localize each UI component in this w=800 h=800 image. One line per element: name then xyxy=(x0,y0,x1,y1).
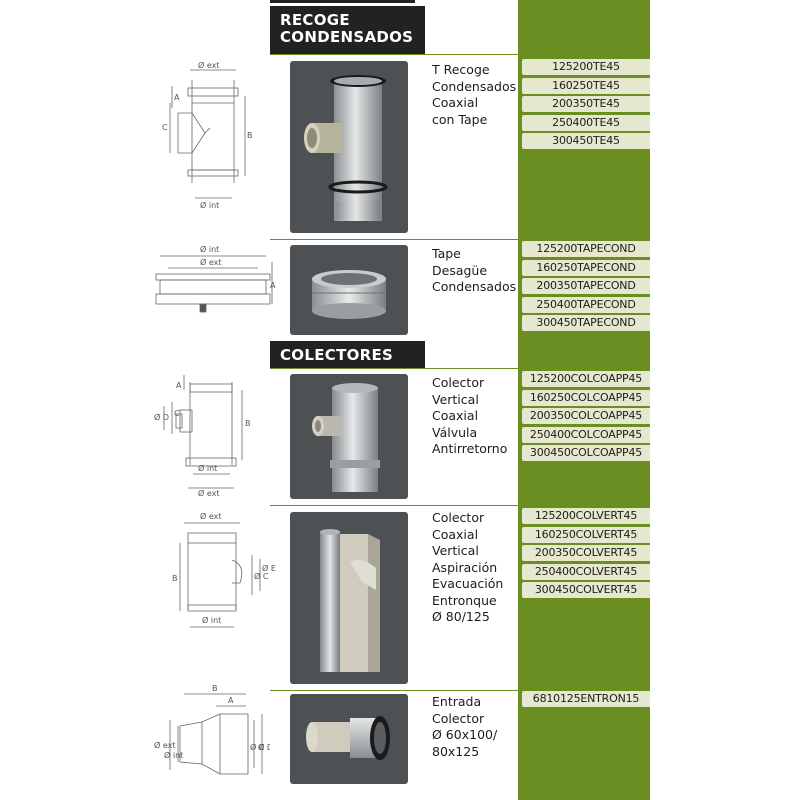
product-code: 125200COLVERT45 xyxy=(522,508,650,524)
top-rule xyxy=(270,0,415,3)
technical-drawing-t-recoge: Ø ext Ø int A C B xyxy=(162,60,253,210)
dim-e-label: Ø E xyxy=(262,563,276,573)
section-header-colectores: COLECTORES xyxy=(270,341,425,368)
product-code: 160250TE45 xyxy=(522,77,650,94)
product-code: 160250COLVERT45 xyxy=(522,526,650,543)
dim-a-label: A xyxy=(174,93,180,102)
product-code: 300450TAPECOND xyxy=(522,315,650,331)
technical-drawing-colector-coaxial: Ø ext B Ø C Ø E Ø int xyxy=(172,511,276,628)
product-code: 160250TAPECOND xyxy=(522,259,650,276)
product-photo-tape xyxy=(290,245,408,335)
product-code: 250400TAPECOND xyxy=(522,296,650,313)
dim-ext-label: Ø ext xyxy=(200,257,222,267)
product-codes-colector-coaxial: 125200COLVERT45 160250COLVERT45 200350CO… xyxy=(522,508,650,601)
dim-a-label: A xyxy=(176,381,182,390)
dim-ext-label: Ø ext xyxy=(154,740,176,750)
tape-image xyxy=(312,270,386,319)
dim-b-label: B xyxy=(212,684,218,693)
product-photo-entrada-colector xyxy=(290,694,408,784)
product-code: 250400COLVERT45 xyxy=(522,563,650,580)
product-codes-entrada-colector: 6810125ENTRON15 xyxy=(522,691,650,710)
t-recoge-image xyxy=(304,75,388,221)
product-code: 200350TE45 xyxy=(522,96,650,112)
product-code: 200350COLCOAPP45 xyxy=(522,408,650,424)
section-header-recoge-condensados: RECOGE CONDENSADOS xyxy=(270,6,425,54)
dim-int-label: Ø int xyxy=(200,244,219,254)
colector-coaxial-image xyxy=(320,529,380,672)
product-code: 250400COLCOAPP45 xyxy=(522,426,650,443)
product-code: 250400TE45 xyxy=(522,114,650,131)
dim-ext-label: Ø ext xyxy=(198,488,220,498)
section-title-line1: RECOGE xyxy=(280,11,350,29)
dim-int-label: Ø int xyxy=(202,615,221,625)
row-divider xyxy=(270,505,518,506)
dim-b-label: B xyxy=(247,131,253,140)
product-name-colector-vertical: Colector Vertical Coaxial Válvula Antirr… xyxy=(432,375,508,456)
product-photo-colector-coaxial xyxy=(290,512,408,684)
product-name-entrada-colector: Entrada Colector Ø 60x100/ 80x125 xyxy=(432,694,498,759)
product-photo-colector-vertical xyxy=(290,374,408,499)
dim-c-label: Ø C xyxy=(254,571,269,581)
product-code: 300450TE45 xyxy=(522,133,650,149)
dim-c-label: Ø C xyxy=(250,742,265,752)
product-code: 125200TAPECOND xyxy=(522,241,650,257)
product-code: 160250COLCOAPP45 xyxy=(522,389,650,406)
product-name-t-recoge: T Recoge Condensados Coaxial con Tape xyxy=(432,62,517,127)
technical-drawing-colector-vertical: A C Ø D B Ø int Ø ext xyxy=(154,375,251,498)
dim-c-label: C xyxy=(162,123,168,132)
product-codes-colector-vertical: 125200COLCOAPP45 160250COLCOAPP45 200350… xyxy=(522,371,650,464)
product-code: 300450COLVERT45 xyxy=(522,582,650,598)
technical-drawing-entrada-colector: B A Ø ext Ø int Ø C Ø D xyxy=(154,684,270,775)
entrada-colector-image xyxy=(306,716,390,760)
product-codes-t-recoge: 125200TE45 160250TE45 200350TE45 250400T… xyxy=(522,59,650,152)
dim-c-label: C xyxy=(174,409,180,418)
product-code: 200350COLVERT45 xyxy=(522,545,650,561)
technical-drawing-tape: Ø int Ø ext A xyxy=(155,244,276,313)
product-code: 6810125ENTRON15 xyxy=(522,691,650,707)
dim-a-label: A xyxy=(228,696,234,705)
dim-int-label: Ø int xyxy=(198,463,217,473)
product-code: 125200COLCOAPP45 xyxy=(522,371,650,387)
product-code: 300450COLCOAPP45 xyxy=(522,445,650,461)
section-divider xyxy=(270,368,518,369)
dim-b-label: B xyxy=(245,419,251,428)
section-divider xyxy=(270,54,518,55)
product-name-colector-coaxial: Colector Coaxial Vertical Aspiración Eva… xyxy=(432,510,504,624)
product-codes-tape: 125200TAPECOND 160250TAPECOND 200350TAPE… xyxy=(522,241,650,334)
section-title: COLECTORES xyxy=(280,346,394,364)
dim-d-label: Ø D xyxy=(154,412,169,422)
product-name-tape: Tape Desagüe Condensados xyxy=(432,246,517,294)
colector-vertical-image xyxy=(312,383,380,492)
row-divider xyxy=(270,690,518,691)
dim-a-label: A xyxy=(270,281,276,290)
dim-ext-label: Ø ext xyxy=(200,511,222,521)
dim-int-label: Ø int xyxy=(164,750,183,760)
dim-ext-label: Ø ext xyxy=(198,60,220,70)
dim-int-label: Ø int xyxy=(200,200,219,210)
dim-d-label: Ø D xyxy=(258,742,270,752)
dim-b-label: B xyxy=(172,574,178,583)
product-code: 200350TAPECOND xyxy=(522,278,650,294)
product-photo-t-recoge xyxy=(290,61,408,233)
section-title-line2: CONDENSADOS xyxy=(280,28,414,46)
product-code: 125200TE45 xyxy=(522,59,650,75)
row-divider xyxy=(270,239,518,240)
